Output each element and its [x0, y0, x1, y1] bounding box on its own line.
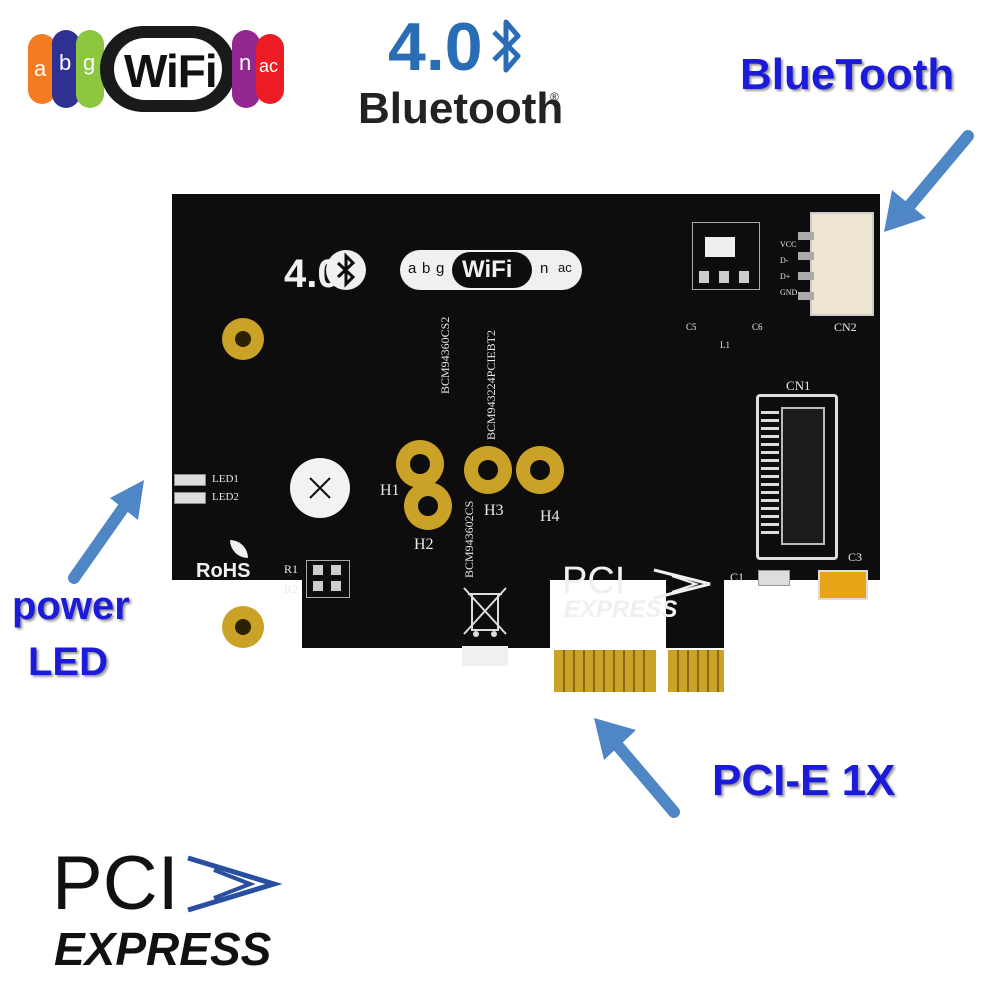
label-c3: C3 [848, 550, 863, 564]
pcb-silk-wifi-g: g [436, 260, 445, 277]
label-l1: L1 [720, 340, 730, 350]
wifi-letter-ac: ac [259, 56, 279, 76]
label-r2: R2 [284, 582, 299, 596]
pcb-silk-wifi-a: a [408, 260, 417, 277]
hole-h2 [404, 482, 452, 530]
wifi-center-text: WiFi [124, 45, 218, 97]
chip-label-bcm943224pciebt2: BCM943224PCIEBT2 [484, 329, 498, 440]
pin-gnd: GND [780, 288, 798, 297]
wifi-logo: a b g WiFi n ac [28, 20, 286, 120]
chip-label-bcm94360cs2: BCM94360CS2 [438, 316, 452, 394]
label-h3: H3 [484, 502, 504, 519]
hole-h1 [396, 440, 444, 488]
cn1-connector [756, 394, 838, 560]
pin-dminus: D- [780, 256, 789, 265]
mount-hole-top-left [222, 318, 264, 360]
arrow-icon-pcie [586, 712, 686, 827]
wifi-letter-b: b [59, 50, 72, 75]
pci-logo-text: PCI [52, 841, 179, 926]
bluetooth-logo: 4.0 Bluetooth ® [352, 8, 572, 138]
pcb-pci-text: PCI [562, 560, 626, 602]
callout-power: power [12, 584, 130, 628]
pcb-silk-wifi-b: b [422, 260, 431, 277]
wifi-letter-a: a [34, 56, 47, 81]
rohs-mark: RoHS [196, 560, 251, 582]
label-c6: C6 [752, 322, 763, 332]
led2-component [174, 492, 206, 504]
pci-logo-express: EXPRESS [54, 923, 272, 975]
label-h2: H2 [414, 536, 434, 553]
pcb-pci-chevron-icon [650, 566, 720, 607]
wifi-letter-g: g [83, 50, 96, 75]
callout-led: LED [28, 640, 108, 684]
hole-h3 [464, 446, 512, 494]
callout-bluetooth: BlueTooth [740, 50, 955, 99]
bluetooth-icon [482, 14, 530, 83]
pcb-silk-wifi-ac: ac [558, 260, 572, 275]
chip-label-bcm943602cs: BCM943602CS [462, 500, 476, 578]
pcb-silk-wifi-logo: a b g WiFi n ac [400, 250, 582, 290]
pcie-gold-fingers [554, 650, 724, 692]
pin-dplus: D+ [780, 272, 791, 281]
label-h4: H4 [540, 508, 560, 525]
resistor-footprints [306, 560, 350, 598]
pci-express-logo: PCI EXPRESS [52, 840, 292, 980]
capacitor-c1 [758, 570, 790, 586]
pcb-silk-wifi-center: WiFi [462, 256, 513, 283]
arrow-icon-power-led [64, 474, 154, 589]
label-cn1: CN1 [786, 378, 811, 393]
label-led1: LED1 [212, 473, 239, 485]
pci-logo-chevron-icon [184, 854, 284, 919]
hole-h4 [516, 446, 564, 494]
label-c1: C1 [730, 570, 745, 584]
led1-component [174, 474, 206, 486]
pin-vcc: VCC [780, 240, 797, 249]
label-c5: C5 [686, 322, 697, 332]
capacitor-c3 [818, 570, 868, 600]
wifi-letter-n: n [239, 50, 252, 75]
pcb-silk-bluetooth-icon [326, 250, 366, 290]
mount-hole-bottom-left [222, 606, 264, 648]
label-led2: LED2 [212, 491, 239, 503]
label-r1: R1 [284, 562, 299, 576]
bluetooth-name: Bluetooth [358, 84, 564, 133]
weee-bin-icon [460, 584, 510, 675]
label-h1: H1 [380, 482, 400, 499]
pcb-express-text: EXPRESS [564, 596, 678, 623]
arrow-icon-bluetooth [878, 128, 978, 243]
label-cn2: CN2 [834, 320, 857, 334]
callout-pcie: PCI-E 1X [712, 756, 896, 805]
bluetooth-version: 4.0 [388, 9, 483, 85]
pcb-silk-wifi-n: n [540, 260, 549, 277]
bluetooth-registered: ® [550, 90, 559, 104]
cn2-connector [798, 212, 874, 316]
x-marker-icon [290, 458, 350, 518]
regulator-footprint [692, 222, 760, 290]
